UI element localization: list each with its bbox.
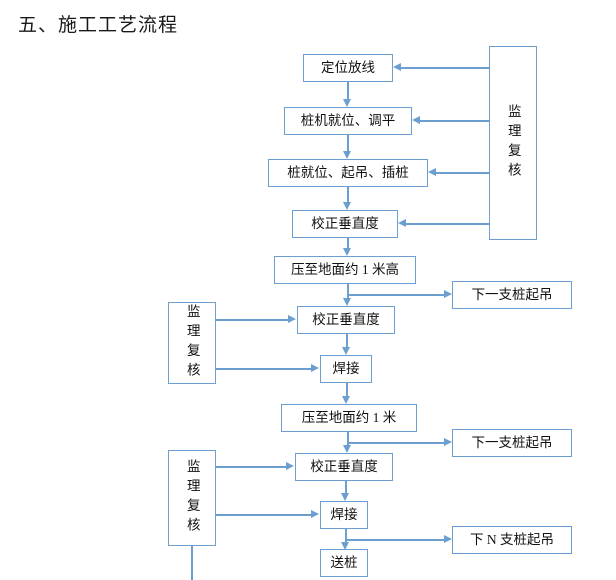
node-next-pile-lift-2: 下一支桩起吊 [452, 429, 572, 457]
arrowhead-weld-2 [311, 510, 319, 518]
arrowhead-down-send-pile [341, 542, 349, 550]
arrowhead-down-press-1m [342, 396, 350, 404]
node-supervision-2: 监理复核 [168, 302, 216, 384]
node-correct-vertical-3: 校正垂直度 [295, 453, 393, 481]
node-weld-1: 焊接 [320, 355, 372, 383]
arrowhead-correct-vertical-3 [286, 462, 294, 470]
node-correct-vertical-2: 校正垂直度 [297, 306, 395, 334]
connector-weld2-down [345, 529, 347, 540]
connector-weld2-to-send-pile [345, 539, 347, 542]
node-positioning: 定位放线 [303, 54, 393, 82]
connector-press1m-to-correct-vertical-3 [347, 442, 349, 445]
connector-correct-vertical-1-to-press-1m-high [347, 238, 349, 248]
connector-supervision3-tail [191, 546, 193, 580]
node-pile-lift: 桩就位、起吊、插桩 [268, 159, 428, 187]
node-correct-vertical-1: 校正垂直度 [292, 210, 398, 238]
connector-supervision1-to-correct-vertical-1 [405, 223, 489, 225]
connector-weld1-to-press-1m [346, 383, 348, 396]
arrowhead-down-correct-vertical-2 [343, 298, 351, 306]
connector-pile-lift-to-correct-vertical-1 [347, 187, 349, 202]
connector-supervision2-to-correct-vertical-2 [216, 319, 289, 321]
node-press-1m: 压至地面约 1 米 [281, 404, 417, 432]
page-title: 五、施工工艺流程 [18, 15, 179, 36]
node-pile-machine: 桩机就位、调平 [284, 107, 412, 135]
arrowhead-down-press-1m-high [343, 248, 351, 256]
connector-press1mhigh-to-correct-vertical-2 [347, 294, 349, 298]
arrowhead-pile-machine [412, 116, 420, 124]
connector-supervision3-to-correct-vertical-3 [216, 466, 287, 468]
connector-positioning-to-pile-machine [347, 82, 349, 99]
node-weld-2: 焊接 [320, 501, 368, 529]
connector-supervision1-to-pile-lift [435, 172, 489, 174]
node-send-pile: 送桩 [320, 549, 368, 577]
connector-supervision1-to-positioning [400, 67, 489, 69]
connector-correct-vertical-2-to-weld-1 [346, 334, 348, 347]
arrowhead-down-pile-lift [343, 151, 351, 159]
connector-press1m-down [347, 432, 349, 443]
arrowhead-down-correct-vertical-1 [343, 202, 351, 210]
arrowhead-next-pile-lift-n [444, 535, 452, 543]
connector-pile-machine-to-pile-lift [347, 135, 349, 151]
connector-supervision1-to-pile-machine [419, 120, 489, 122]
arrowhead-correct-vertical-2 [288, 315, 296, 323]
node-press-1m-high: 压至地面约 1 米高 [274, 256, 416, 284]
arrowhead-down-weld-2 [341, 493, 349, 501]
arrowhead-down-pile-machine [343, 99, 351, 107]
connector-correct-vertical-3-to-weld-2 [345, 481, 347, 493]
connector-supervision3-to-weld-2 [216, 514, 312, 516]
arrowhead-down-correct-vertical-3 [343, 445, 351, 453]
arrowhead-weld-1 [311, 364, 319, 372]
arrowhead-next-pile-lift-2 [444, 438, 452, 446]
arrowhead-pile-lift [428, 168, 436, 176]
connector-press1mhigh-down [347, 284, 349, 295]
node-next-pile-lift-n: 下 N 支桩起吊 [452, 526, 572, 554]
node-supervision-1: 监理复核 [489, 46, 537, 240]
arrowhead-next-pile-lift-1 [444, 290, 452, 298]
connector-weld2-to-next-pile-lift-n [345, 539, 445, 541]
arrowhead-correct-vertical-1 [398, 219, 406, 227]
connector-press1m-to-next-pile-lift-2 [347, 442, 445, 444]
connector-press1mhigh-to-next-pile-lift-1 [347, 294, 445, 296]
arrowhead-down-weld-1 [342, 347, 350, 355]
node-next-pile-lift-1: 下一支桩起吊 [452, 281, 572, 309]
arrowhead-positioning [393, 63, 401, 71]
node-supervision-3: 监理复核 [168, 450, 216, 546]
connector-supervision2-to-weld-1 [216, 368, 312, 370]
